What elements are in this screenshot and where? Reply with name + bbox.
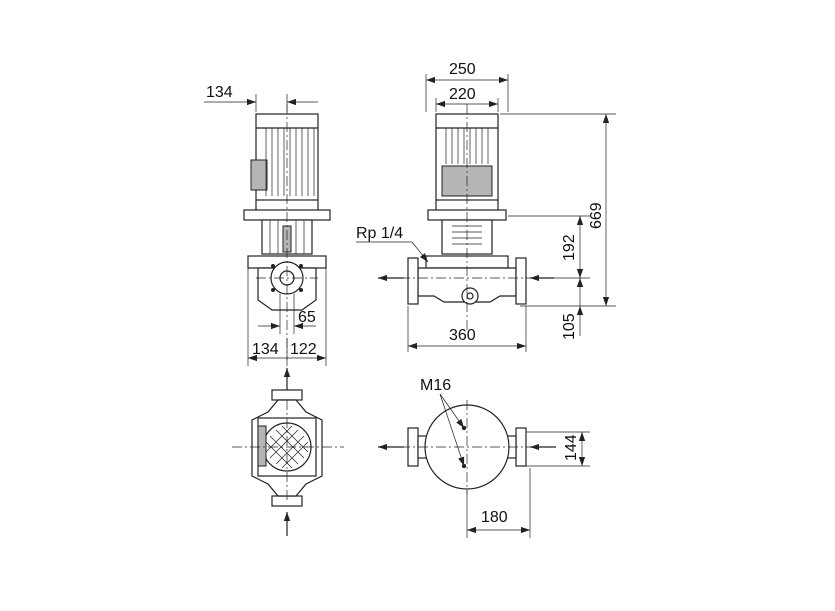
front-motor-fins xyxy=(265,128,315,196)
top-view xyxy=(232,368,344,536)
dim-front-left-width: 134 xyxy=(252,341,279,358)
label-side-vent: Rp 1/4 xyxy=(356,225,403,242)
side-flange-left xyxy=(407,257,419,305)
front-terminal-box xyxy=(250,159,268,191)
front-view: 134 65 134 122 xyxy=(204,84,331,366)
dim-side-port-to-ground: 105 xyxy=(561,313,578,340)
side-flange-right xyxy=(515,257,527,305)
label-bottom-bolt: M16 xyxy=(420,377,451,394)
side-motor-fins xyxy=(445,128,489,164)
base-view: M16 144 180 xyxy=(378,377,590,538)
dim-bottom-port-offset: 144 xyxy=(563,434,580,461)
top-terminal-box xyxy=(257,425,267,467)
dim-side-overall-width: 250 xyxy=(449,61,476,78)
dim-side-height-port: 192 xyxy=(561,234,578,261)
top-fan-grid xyxy=(265,425,309,469)
dim-side-flange-length: 360 xyxy=(449,327,476,344)
dim-front-port: 65 xyxy=(298,309,316,326)
dim-bottom-bolt-spacing: 180 xyxy=(481,509,508,526)
top-flange-upper xyxy=(271,389,303,401)
side-view: Rp 1/4 250 220 669 192 105 xyxy=(356,61,616,352)
dim-front-right-width: 122 xyxy=(290,341,317,358)
side-drain-plug xyxy=(461,287,479,305)
dim-side-motor-width: 220 xyxy=(449,86,476,103)
dim-side-height-total: 669 xyxy=(588,202,605,229)
dim-front-motor-offset: 134 xyxy=(206,84,233,101)
